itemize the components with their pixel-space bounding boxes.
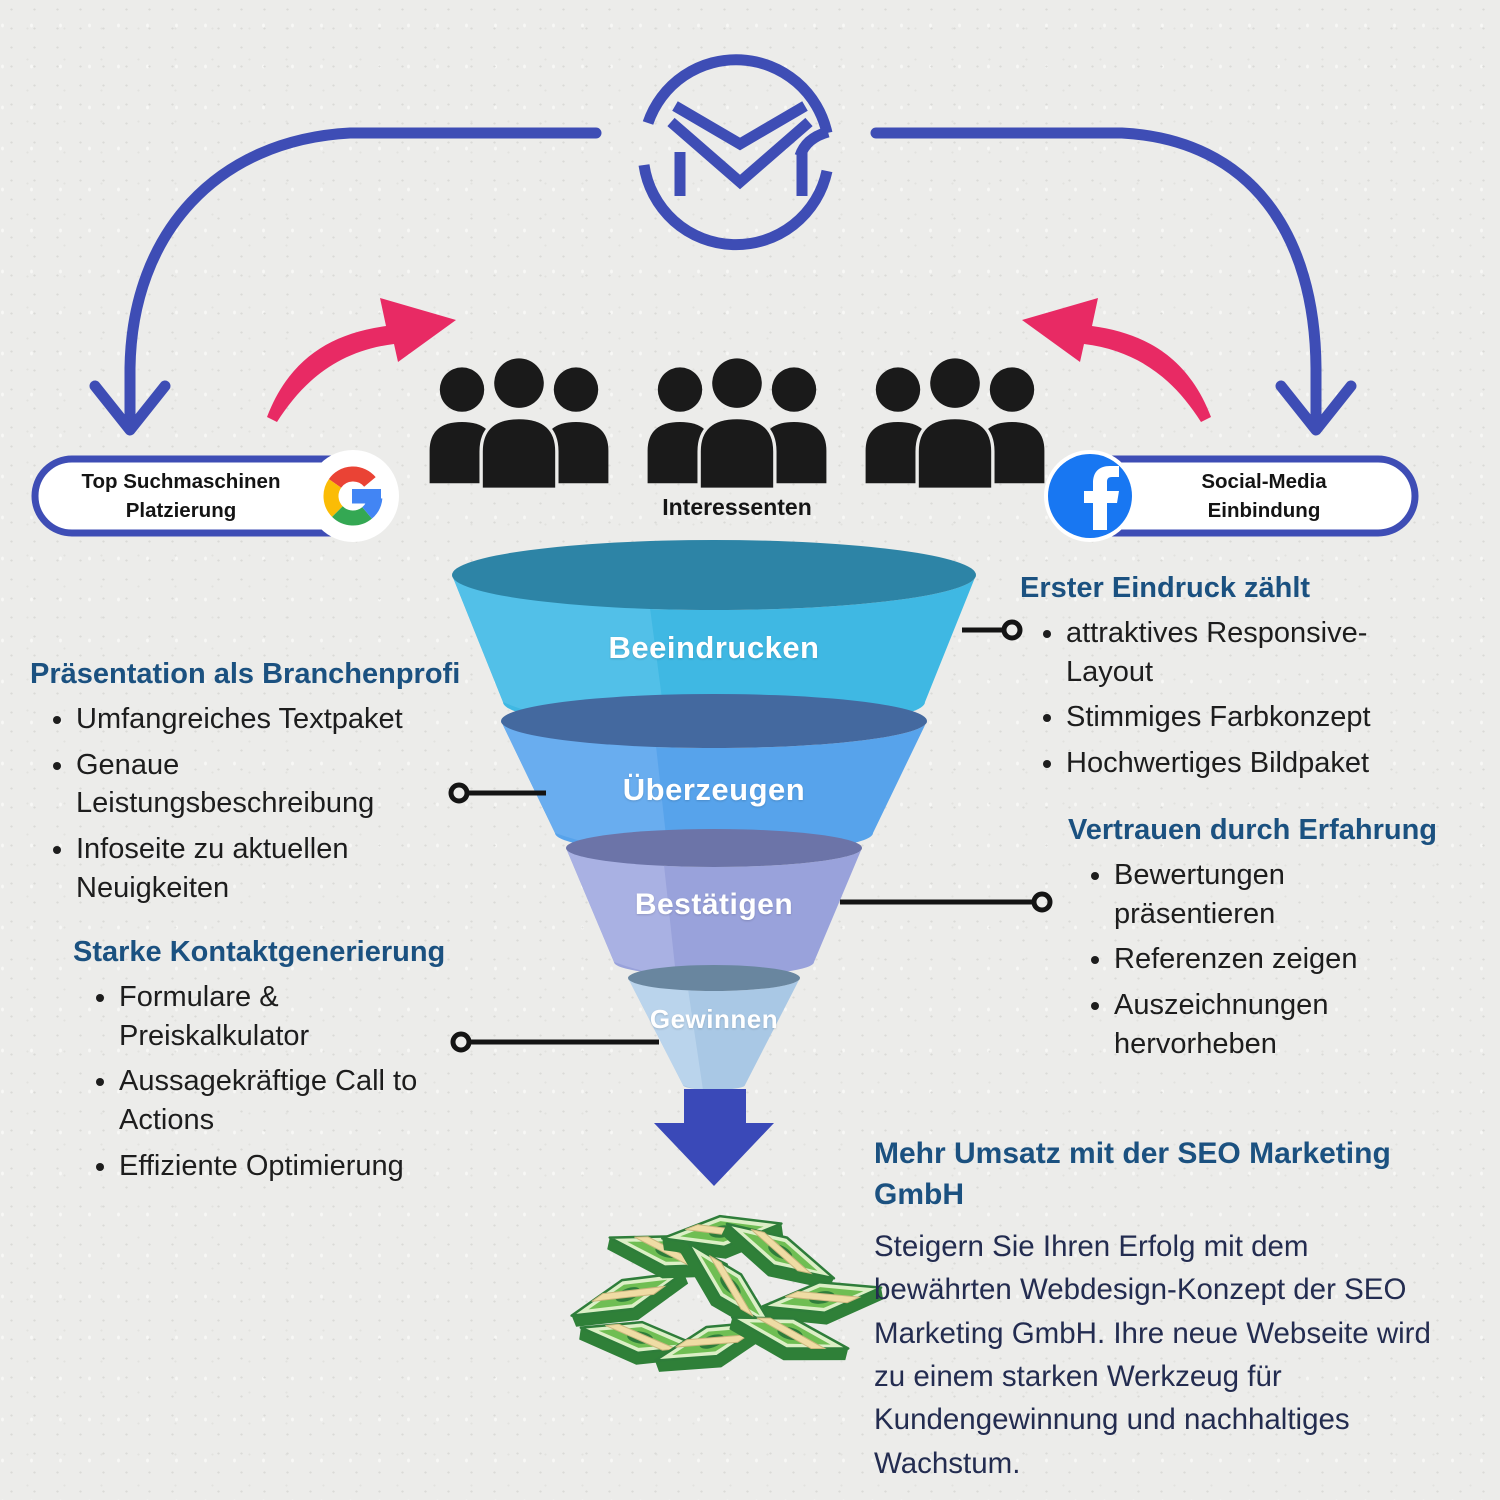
callout-right-top-heading: Erster Eindruck zählt [1020,572,1311,604]
funnel-stage-3 [566,829,862,976]
list-item: Umfangreiches Textpaket [76,700,415,739]
funnel-stage-2-label: Überzeugen [622,772,806,807]
callout-left-top-heading: Präsentation als Branchenprofi [30,658,461,690]
callout-right-top-list: attraktives Responsive-Layout Stimmiges … [1020,614,1450,782]
list-item: Genaue Leistungsbeschreibung [76,746,415,823]
right-curve-arrow [870,127,1322,422]
list-item: Infoseite zu aktuellen Neuigkeiten [76,830,415,907]
down-arrow-icon [654,1089,774,1186]
google-logo-icon [323,466,383,526]
funnel-stage-4 [628,965,800,1090]
outcome-paragraph: Steigern Sie Ihren Erfolg mit dem bewähr… [874,1230,1431,1480]
logo-circle-arc [638,164,833,251]
list-item: Formulare & Preiskalkulator [119,978,468,1055]
callout-left-bottom-heading: Starke Kontaktgenerierung [73,936,446,968]
audience-crowd-icon [430,358,1045,487]
callout-right-bottom-heading: Vertrauen durch Erfahrung [1068,814,1438,846]
callout-connectors [448,619,1053,1053]
list-item: attraktives Responsive-Layout [1066,614,1450,691]
callout-left-top: Präsentation als Branchenprofi Umfangrei… [30,656,461,914]
google-badge [31,450,399,542]
callout-left-top-list: Umfangreiches Textpaket Genaue Leistungs… [30,700,415,907]
logo-circle-arc [642,54,833,135]
money-pile-icon [565,1206,888,1390]
list-item: Effiziente Optimierung [119,1147,468,1186]
list-item: Hochwertiges Bildpaket [1066,744,1450,783]
callout-right-top: Erster Eindruck zählt attraktives Respon… [1020,570,1450,790]
right-arrowhead-icon [1275,380,1357,436]
pink-arrow-right-icon [1022,298,1211,422]
outcome-heading: Mehr Umsatz mit der SEO Marketing GmbH [874,1137,1391,1211]
brand-logo-icon [638,54,833,251]
facebook-badge-line2: Einbindung [1207,499,1321,523]
facebook-badge-line1: Social-Media [1201,470,1327,493]
google-badge-label: Top Suchmaschinen Platzierung [57,467,305,525]
pink-arrow-left-icon [267,298,456,422]
funnel-stage-1 [452,540,976,730]
list-item: Referenzen zeigen [1114,940,1448,979]
list-item: Bewertungen präsentieren [1114,856,1448,933]
callout-left-bottom-list: Formulare & Preiskalkulator Aussagekräft… [73,978,468,1185]
list-item: Auszeichnungen hervorheben [1114,986,1448,1063]
callout-right-bottom-list: Bewertungen präsentieren Referenzen zeig… [1068,856,1448,1063]
outcome-block: Mehr Umsatz mit der SEO Marketing GmbH S… [874,1134,1444,1485]
facebook-badge [1044,450,1419,542]
funnel-stage-4-label: Gewinnen [649,1004,779,1034]
list-item: Aussagekräftige Call to Actions [119,1062,468,1139]
logo-m-chevron [667,117,813,190]
left-curve-arrow [124,127,602,422]
funnel-stage-2 [501,694,927,854]
google-badge-line2: Platzierung [125,499,237,523]
logo-m-chevron [672,101,808,151]
facebook-f-glyph [1084,466,1119,530]
logo-s-hook [794,126,830,159]
funnel-stage-3-label: Bestätigen [634,888,794,921]
audience-label: Interessenten [662,494,812,520]
callout-right-bottom: Vertrauen durch Erfahrung Bewertungen pr… [1068,812,1448,1070]
funnel-stage-1-label: Beeindrucken [608,630,820,665]
left-arrowhead-icon [89,380,171,436]
callout-left-bottom: Starke Kontaktgenerierung Formulare & Pr… [73,934,468,1192]
google-badge-line1: Top Suchmaschinen [81,470,281,493]
facebook-badge-label: Social-Media Einbindung [1140,467,1388,525]
blue-flow-arrows [89,127,1357,436]
list-item: Stimmiges Farbkonzept [1066,698,1450,737]
